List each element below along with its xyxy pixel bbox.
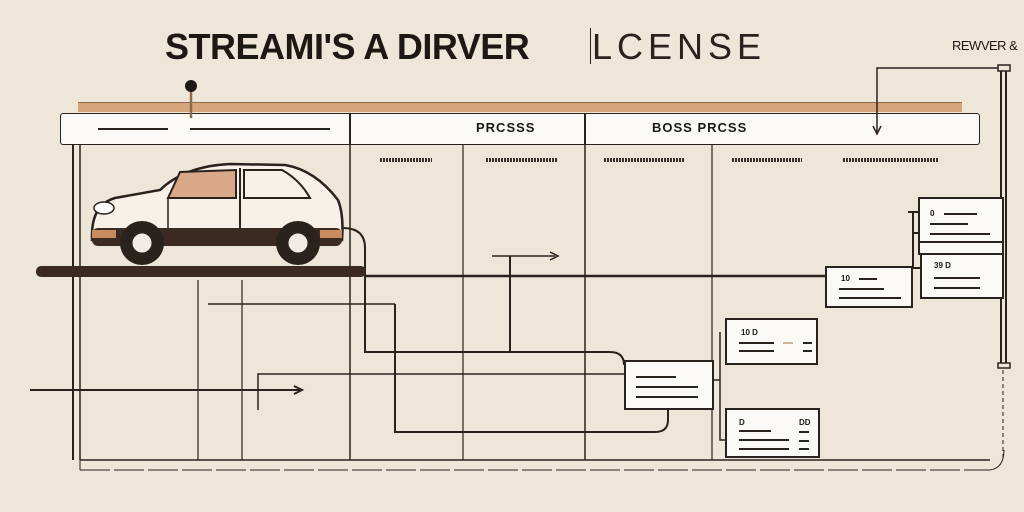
process-box: 39 D [920, 253, 1004, 299]
title-divider [590, 28, 591, 64]
process-box [624, 360, 714, 410]
process-box: 10 [825, 266, 913, 308]
page-subtitle: LCENSE [592, 26, 767, 67]
reviewer-label: REWVER & [952, 38, 1018, 53]
process-box: 10 D [725, 318, 818, 365]
header-boss-process: BOSS PRCSS [652, 120, 748, 135]
header-process: PRCSSS [476, 120, 536, 135]
process-box: 0 [918, 197, 1004, 255]
page-title: STREAMI'S A DIRVER [165, 26, 530, 67]
car-illustration [90, 162, 344, 265]
process-box: D DD [725, 408, 820, 458]
accent-bar [78, 102, 962, 112]
